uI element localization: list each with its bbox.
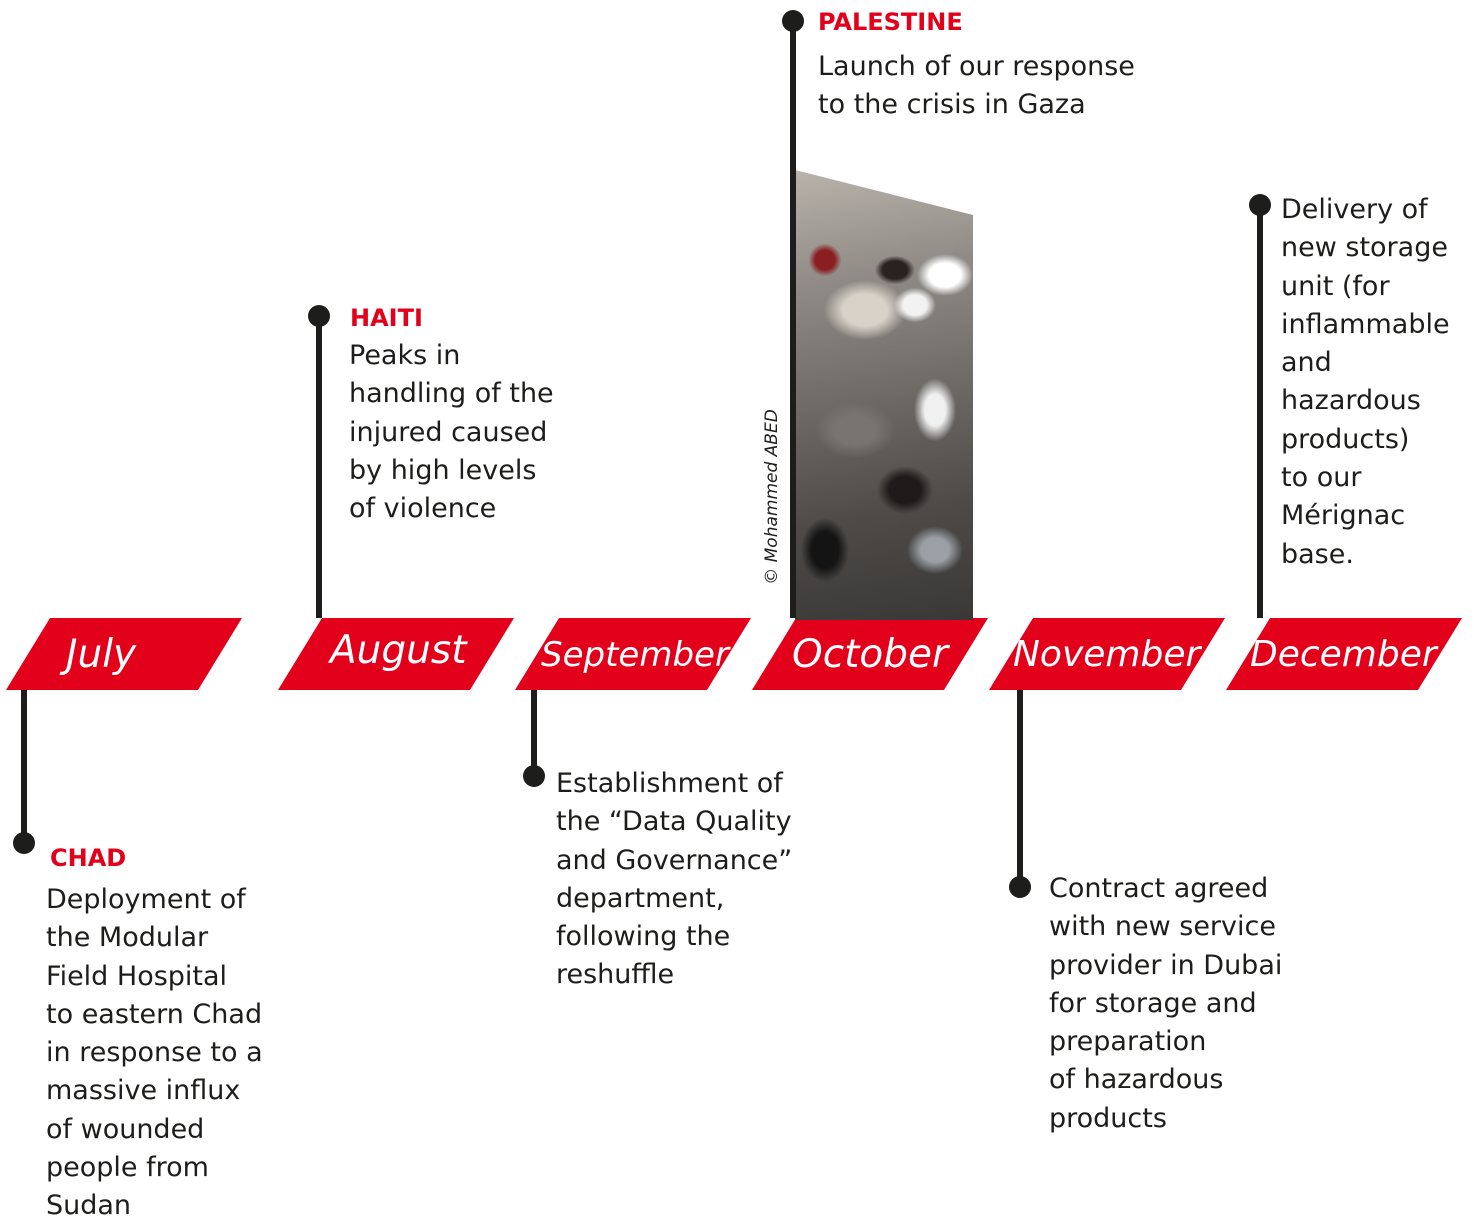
month-banner-december: December xyxy=(1226,618,1462,690)
country-label-palestine: PALESTINE xyxy=(818,8,963,36)
timeline-dot xyxy=(523,765,545,787)
connector-line xyxy=(790,20,796,618)
connector-line xyxy=(1257,205,1263,618)
month-banner-november: November xyxy=(989,618,1225,690)
month-banner-august: August xyxy=(278,618,514,690)
event-text-haiti: Peaks in handling of the injured caused … xyxy=(349,340,554,525)
event-text-palestine: Launch of our response to the crisis in … xyxy=(818,51,1135,121)
gaza-photo xyxy=(795,170,973,620)
month-label: December xyxy=(1250,634,1437,675)
connector-line xyxy=(1017,690,1023,886)
timeline-dot xyxy=(782,10,804,32)
event-text-september: Establishment of the “Data Quality and G… xyxy=(556,768,793,991)
month-label: August xyxy=(330,628,467,673)
month-label: October xyxy=(792,632,949,677)
month-banner-september: September xyxy=(515,618,751,690)
month-label: September xyxy=(541,635,729,675)
timeline-dot xyxy=(13,832,35,854)
timeline-dot xyxy=(308,305,330,327)
month-label: November xyxy=(1013,634,1201,675)
event-text-november: Contract agreed with new service provide… xyxy=(1049,873,1283,1134)
connector-line xyxy=(531,690,537,775)
month-label: July xyxy=(66,632,137,677)
event-text-chad: Deployment of the Modular Field Hospital… xyxy=(46,884,263,1222)
connector-line xyxy=(316,316,322,618)
month-banner-october: October xyxy=(752,618,988,690)
event-text-december: Delivery of new storage unit (for inflam… xyxy=(1281,194,1450,570)
month-banner-july: July xyxy=(6,618,242,690)
timeline-dot xyxy=(1249,194,1271,216)
timeline-dot xyxy=(1009,876,1031,898)
connector-line xyxy=(21,690,27,840)
photo-credit: © Mohammed ABED xyxy=(762,409,782,585)
country-label-chad: CHAD xyxy=(50,844,127,872)
country-label-haiti: HAITI xyxy=(350,304,423,332)
